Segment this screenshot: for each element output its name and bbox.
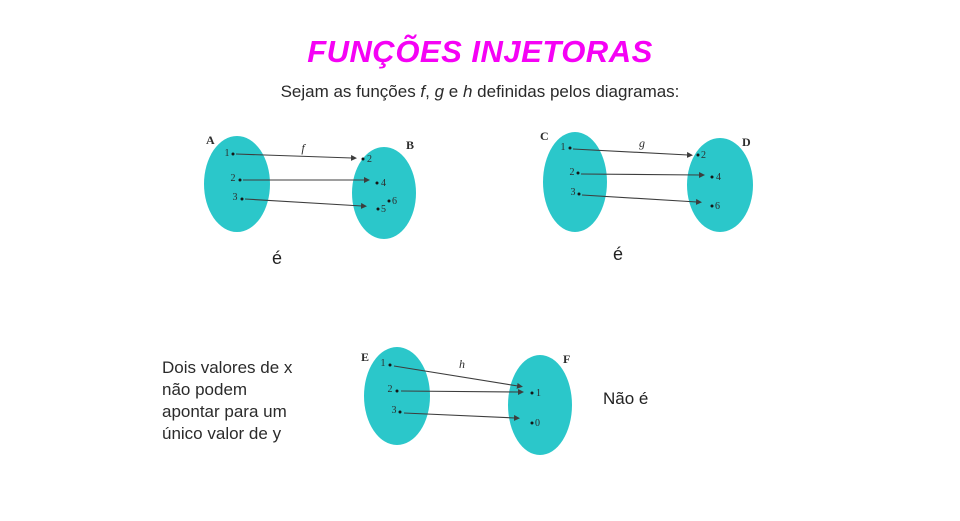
element-dot [240, 197, 244, 201]
injectivity-note: Dois valores de x não podem apontar para… [162, 357, 292, 445]
set-c-ellipse [543, 132, 607, 232]
codomain-element-2: 2 [701, 150, 706, 161]
subtitle-g: g [434, 82, 445, 101]
note-line: único valor de y [162, 424, 282, 443]
subtitle-f: f [420, 82, 426, 101]
domain-element-2: 2 [231, 173, 236, 184]
set-a-label: A [206, 133, 215, 147]
element-dot [576, 171, 580, 175]
element-dot [238, 178, 242, 182]
set-f-ellipse [508, 355, 572, 455]
set-e-ellipse [364, 347, 430, 445]
note-line: não podem [162, 380, 248, 399]
function-f-label: f [301, 141, 306, 155]
mapping-arrow-f-1-to-2 [235, 153, 357, 161]
codomain-element-2: 2 [367, 154, 372, 165]
domain-element-2: 2 [570, 167, 575, 178]
mapping-arrow-h-1-to-1 [393, 365, 523, 389]
element-dot [710, 204, 714, 208]
subtitle-sep1: , [425, 82, 435, 101]
subtitle-text: Sejam as funções [280, 82, 421, 101]
codomain-element-6: 6 [715, 201, 720, 212]
subtitle-suffix: definidas pelos diagramas: [472, 82, 680, 101]
element-dot [530, 421, 534, 425]
set-d-ellipse [687, 138, 753, 232]
mapping-arrow-g-3-to-6 [581, 194, 702, 205]
domain-element-3: 3 [392, 405, 397, 416]
set-c-label: C [540, 129, 549, 143]
subtitle: Sejam as funções f, g e h definidas pelo… [0, 82, 960, 102]
codomain-element-5: 5 [381, 204, 386, 215]
element-dot [696, 153, 700, 157]
codomain-element-4: 4 [381, 178, 386, 189]
domain-element-1: 1 [381, 358, 386, 369]
element-dot [388, 363, 392, 367]
diagram-g-caption: é [613, 244, 624, 264]
set-b-label: B [406, 138, 414, 152]
set-f-label: F [563, 352, 570, 366]
element-dot [530, 391, 534, 395]
subtitle-sep2: e [444, 82, 463, 101]
domain-element-3: 3 [571, 187, 576, 198]
diagram-f-caption: é [272, 248, 283, 268]
set-a-ellipse [204, 136, 270, 232]
set-d-label: D [742, 135, 751, 149]
diagram-h-caption: Não é [603, 389, 649, 408]
domain-element-2: 2 [388, 384, 393, 395]
codomain-element-4: 4 [716, 172, 721, 183]
mapping-arrow-h-3-to-0 [403, 412, 520, 421]
page-title: FUNÇÕES INJETORAS [307, 34, 653, 69]
diagram-function-h: E F h 1 2 3 1 0 [361, 347, 572, 455]
element-dot [376, 207, 380, 211]
mapping-arrow-g-1-to-2 [572, 148, 693, 158]
codomain-element-0: 0 [535, 418, 540, 429]
note-line: apontar para um [162, 402, 287, 421]
element-dot [231, 152, 235, 156]
element-dot [361, 157, 365, 161]
codomain-element-6: 6 [392, 196, 397, 207]
function-h-label: h [459, 357, 465, 371]
diagram-function-g: C D g 1 2 3 2 4 6 [540, 129, 753, 232]
element-dot [577, 192, 581, 196]
domain-element-1: 1 [225, 148, 230, 159]
element-dot [398, 410, 402, 414]
element-dot [375, 181, 379, 185]
subtitle-h: h [462, 82, 473, 101]
element-dot [387, 199, 391, 203]
domain-element-1: 1 [561, 142, 566, 153]
domain-element-3: 3 [233, 192, 238, 203]
codomain-element-1: 1 [536, 388, 541, 399]
mapping-arrow-g-2-to-4 [580, 171, 705, 178]
diagram-function-f: A B f 1 2 3 2 4 6 5 [204, 133, 416, 239]
mapping-arrow-h-2-to-1 [400, 388, 524, 395]
set-e-label: E [361, 350, 369, 364]
function-g-label: g [639, 136, 645, 150]
element-dot [568, 146, 572, 150]
set-b-ellipse [352, 147, 416, 239]
element-dot [710, 175, 714, 179]
note-line: Dois valores de x [162, 358, 293, 377]
element-dot [395, 389, 399, 393]
mapping-arrow-f-3-to-5 [244, 198, 367, 209]
